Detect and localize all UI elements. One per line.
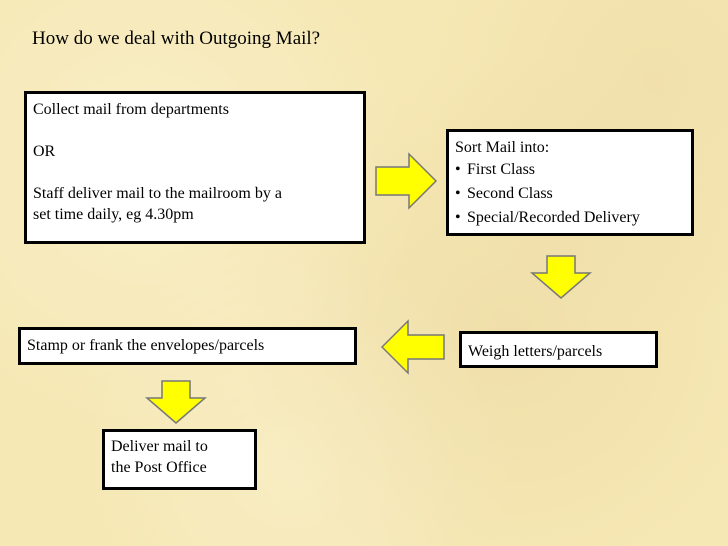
sort-mail-box: Sort Mail into: First Class Second Class… (446, 129, 694, 236)
sort-heading: Sort Mail into: (455, 139, 550, 156)
arrow-down-icon (529, 255, 593, 299)
arrow-right-icon (375, 152, 438, 210)
collect-line-3: Staff deliver mail to the mailroom by a (33, 185, 282, 202)
sort-item-first-class: First Class (455, 158, 685, 182)
weigh-text: Weigh letters/parcels (468, 343, 603, 360)
sort-list: First Class Second Class Special/Recorde… (455, 158, 685, 230)
collect-mail-box: Collect mail from departments OR Staff d… (24, 91, 366, 244)
sort-item-second-class: Second Class (455, 182, 685, 206)
page-title: How do we deal with Outgoing Mail? (32, 28, 321, 49)
arrow-down-icon (144, 380, 208, 424)
deliver-line-1: Deliver mail to (111, 438, 208, 455)
weigh-box: Weigh letters/parcels (459, 331, 658, 368)
collect-line-1: Collect mail from departments (33, 101, 229, 118)
collect-line-4: set time daily, eg 4.30pm (33, 206, 194, 223)
sort-item-special-delivery: Special/Recorded Delivery (455, 206, 685, 230)
collect-line-2: OR (33, 143, 56, 160)
stamp-box: Stamp or frank the envelopes/parcels (18, 327, 357, 365)
arrow-left-icon (380, 319, 445, 375)
deliver-box: Deliver mail to the Post Office (102, 429, 257, 490)
deliver-line-2: the Post Office (111, 459, 207, 476)
stamp-text: Stamp or frank the envelopes/parcels (27, 337, 265, 354)
